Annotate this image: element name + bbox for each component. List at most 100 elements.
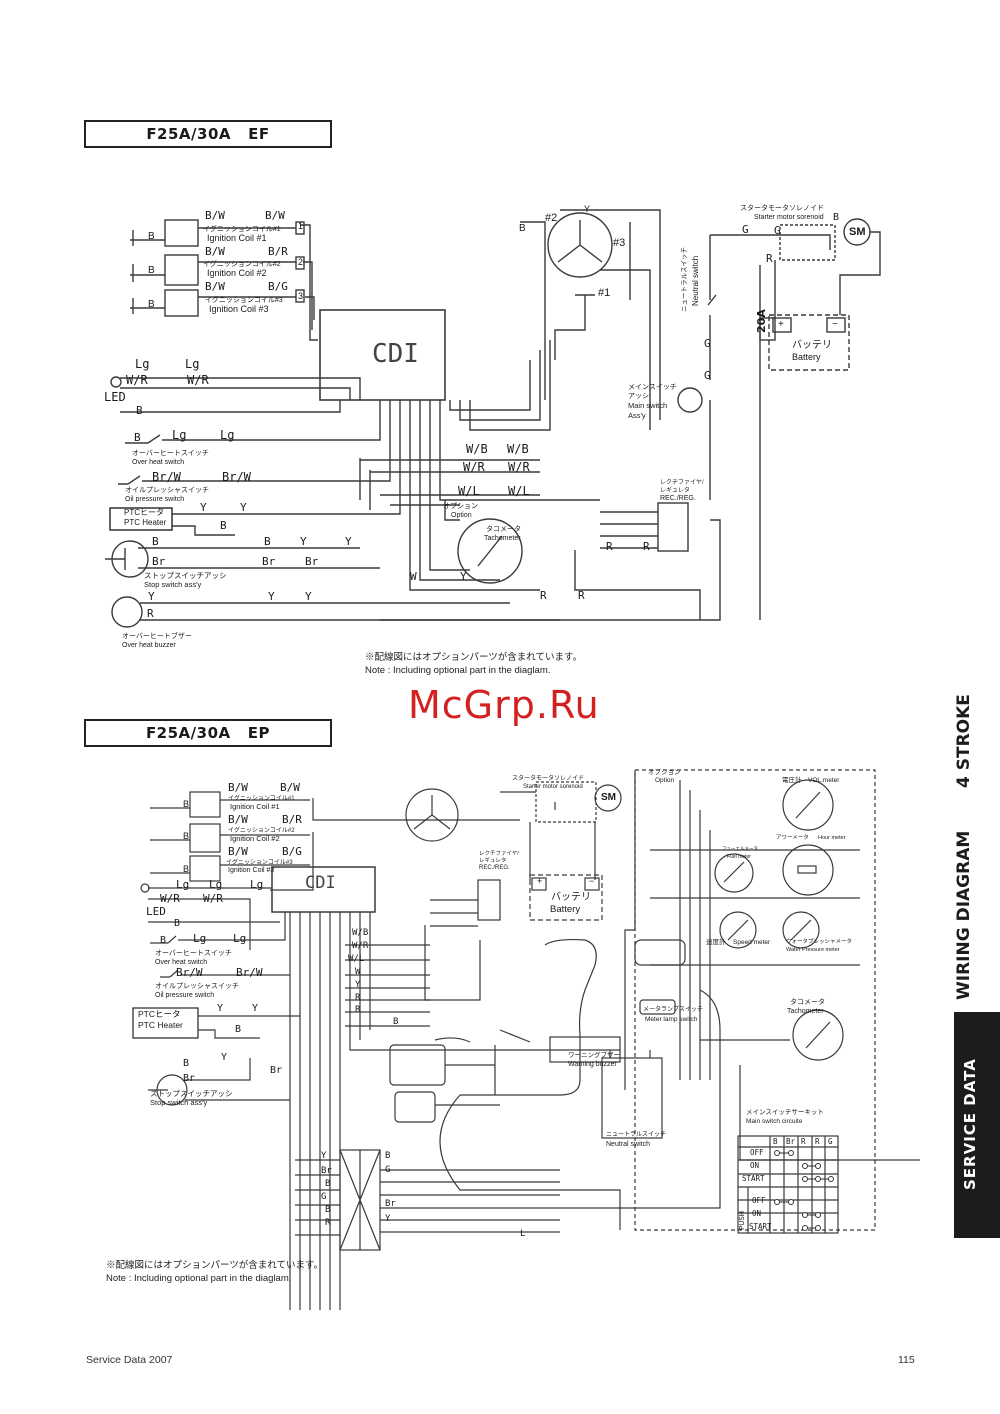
ef-terminal-box <box>295 256 305 270</box>
msc-row-off: OFF <box>750 1148 764 1157</box>
ef-ohs-lg-2: Lg <box>220 428 235 442</box>
ef-recreg-en: REC./REG. <box>660 495 696 502</box>
ep-harness-path <box>289 912 341 1310</box>
ef-wire-y: Y <box>460 570 467 583</box>
ef-stop-b-1: B <box>152 535 159 548</box>
ef-solenoid-r: R <box>766 252 773 265</box>
ef-stop-en: Stop switch ass'y <box>144 580 202 589</box>
ef-battery-jp: バッテリ <box>792 340 832 351</box>
ef-solenoid-g: G <box>774 224 781 237</box>
ef-terminal-1: 1 <box>298 221 304 231</box>
ef-led-b: B <box>136 404 143 417</box>
ef-tacho-en: Tachometer <box>484 535 521 542</box>
ep-wire-path <box>150 912 290 978</box>
ef-wire-path <box>600 511 658 549</box>
ef-battery-en: Battery <box>792 352 821 362</box>
ef-terminal-box <box>295 221 305 235</box>
ef-wire-wl-2: W/L <box>508 484 530 498</box>
ef-neutral-jp: ニュートラルスイッチ <box>681 247 688 312</box>
ef-buzzer-en: Over heat buzzer <box>122 642 176 649</box>
msc-connection-dot <box>774 1150 780 1156</box>
ef-wire-path <box>449 340 551 431</box>
ep-meter-needle <box>723 861 745 883</box>
ep-wire-path <box>624 770 636 1090</box>
ef-buzzer-r-2: R <box>540 589 547 602</box>
msc-col-g: G <box>828 1137 833 1146</box>
ef-led-wr-2: W/R <box>187 373 209 387</box>
ef-main-switch-symbol <box>677 387 703 413</box>
ef-coil3-ground: B <box>148 299 155 310</box>
ep-msc-frame <box>737 1135 839 1234</box>
msc-col-b: B <box>773 1137 778 1146</box>
msc-row-push-on: ON <box>752 1209 762 1218</box>
ef-battery-minus: − <box>832 319 838 330</box>
msc-connection-dot <box>802 1225 808 1231</box>
ep-wire-path <box>499 1029 531 1043</box>
ep-wire-path <box>150 807 190 874</box>
ep-engine-part <box>389 1044 446 1086</box>
ep-engine-part <box>394 1091 436 1123</box>
ignition-coil-3-box <box>164 289 199 317</box>
msc-col-br: Br <box>786 1137 796 1146</box>
ep-starter-motor-ring <box>594 784 622 812</box>
ef-wire-path <box>120 377 361 413</box>
ep-wire-path <box>500 791 596 880</box>
ef-mainsw-en2: Ass'y <box>628 411 646 420</box>
ef-cdi-label: CDI <box>372 339 419 369</box>
msc-row-push-start: START <box>749 1222 772 1231</box>
ep-hour-meter-symbol <box>782 844 834 896</box>
ep-wire-path <box>434 1037 471 1043</box>
ef-overheat-switch-contact <box>147 434 161 444</box>
ef-wire-wb-2: W/B <box>507 442 529 456</box>
ef-coil3-en: Ignition Coil #3 <box>209 304 269 314</box>
ef-wire-path <box>839 231 881 315</box>
ef-buzzer-jp: オーバーヒートブザー <box>122 633 192 640</box>
ef-coil2-ground: B <box>148 265 155 276</box>
ep-note: ※配線図にはオプションパーツが含まれています。 Note : Including… <box>106 1259 323 1285</box>
ef-ohs-en: Over heat switch <box>132 459 185 466</box>
ef-wire-wl-1: W/L <box>458 484 480 498</box>
ep-msc-grid <box>738 1136 838 1233</box>
ep-meter-needle <box>727 919 749 941</box>
ef-oil-jp: オイルプレッシャスイッチ <box>125 487 209 494</box>
ef-neutral-g-3: G <box>704 369 711 382</box>
ep-solenoid-box <box>535 781 597 823</box>
ep-switch-contacts <box>167 935 179 978</box>
ef-wire-path <box>710 234 831 250</box>
wiring-diagram-ep <box>132 769 920 1310</box>
ef-pulser-y: Y <box>584 204 591 214</box>
ef-labels: B/W B/W イグニッションコイル#1 Ignition Coil #1 B … <box>0 0 1000 700</box>
msc-connection-dot <box>802 1176 808 1182</box>
cdi-box <box>319 309 446 401</box>
ef-battery-plus: + <box>778 319 784 330</box>
ignition-coil-2-box <box>164 254 199 286</box>
ef-coil3-wire-out: B/G <box>268 280 288 293</box>
ef-note: ※配線図にはオプションパーツが含まれています。 Note : Including… <box>365 651 582 677</box>
ep-wire-path <box>148 1058 290 1101</box>
ef-neutral-g-1: G <box>742 223 749 236</box>
ef-wire-path <box>520 209 661 420</box>
ef-coil2-jp: イグニッションコイル#2 <box>203 261 281 268</box>
ef-ptc-y-2: Y <box>240 501 247 514</box>
ep-wire-path <box>560 989 721 1209</box>
watermark: McGrp.Ru <box>408 683 600 727</box>
ef-wire-w: W <box>410 570 417 583</box>
ef-recreg-r-1: R <box>606 540 613 553</box>
ep-wire-path <box>270 798 520 891</box>
ef-coil3-jp: イグニッションコイル#3 <box>205 297 283 304</box>
ep-warning-buzzer-box <box>549 1036 621 1063</box>
ep-option-panel <box>634 769 876 1231</box>
ef-led-label: LED <box>104 390 126 404</box>
ep-harness-path <box>295 1159 340 1236</box>
ef-starter-motor: SM <box>849 226 866 238</box>
ef-solenoid-jp: スタータモータソレノイド <box>740 205 824 212</box>
ep-connector-cross <box>339 1149 381 1251</box>
ep-coil-box <box>189 823 221 853</box>
ef-stop-y-2: Y <box>345 535 352 548</box>
ef-stop-b-2: B <box>264 535 271 548</box>
msc-col-r1: R <box>801 1137 806 1146</box>
ef-led-symbol <box>110 376 122 388</box>
ef-wire-path <box>409 400 600 591</box>
ep-meter-needle <box>795 791 821 819</box>
ef-note-en: Note : Including optional part in the di… <box>365 665 551 676</box>
